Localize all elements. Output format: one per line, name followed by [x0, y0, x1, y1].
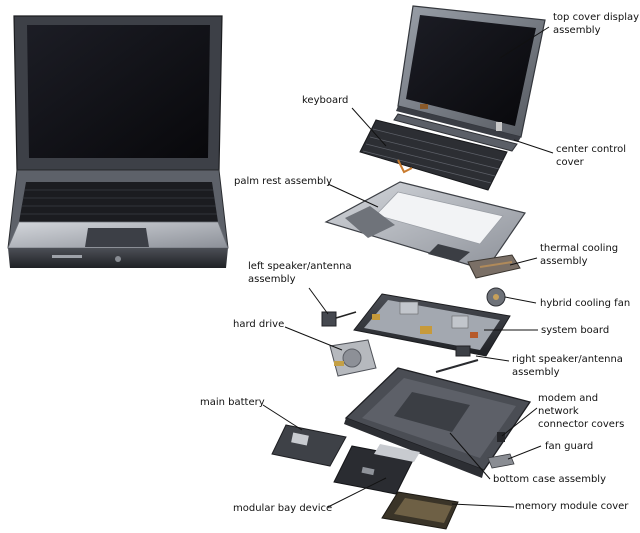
- label-main-battery: main battery: [200, 397, 265, 408]
- part-fan-guard: [487, 453, 515, 469]
- label-palm-rest: palm rest assembly: [234, 176, 333, 187]
- part-center-control-cover: [393, 113, 518, 152]
- part-modem-covers: [497, 432, 505, 442]
- part-modular-bay: [333, 444, 420, 495]
- part-memory-cover: [381, 491, 459, 530]
- label-left-speaker: left speaker/antenna assembly: [248, 261, 352, 285]
- part-left-speaker: [321, 311, 357, 327]
- part-bottom-case: [344, 367, 532, 478]
- part-hybrid-fan: [486, 287, 506, 307]
- part-thermal-cooling: [467, 254, 521, 279]
- part-keyboard: [359, 119, 508, 191]
- label-thermal: thermal cooling assembly: [540, 243, 619, 267]
- label-hard-drive: hard drive: [233, 319, 285, 330]
- label-bottom-case: bottom case assembly: [493, 474, 606, 485]
- part-right-speaker: [435, 345, 479, 373]
- part-hard-drive: [329, 339, 377, 377]
- label-hybrid-fan: hybrid cooling fan: [540, 298, 631, 309]
- label-keyboard: keyboard: [302, 95, 349, 106]
- label-fan-guard: fan guard: [545, 441, 594, 452]
- assembled-laptop: [7, 15, 229, 268]
- label-memory-cover: memory module cover: [515, 501, 629, 512]
- label-top-cover: top cover display assembly: [553, 12, 640, 36]
- label-right-speaker: right speaker/antenna assembly: [512, 354, 623, 378]
- leader-lines: [262, 26, 554, 508]
- label-modem: modem and network connector covers: [538, 393, 625, 430]
- part-main-battery: [271, 424, 347, 467]
- label-system-board: system board: [541, 325, 610, 336]
- part-palm-rest: [324, 181, 526, 271]
- label-center-control: center control cover: [556, 144, 627, 168]
- part-top-cover-display: [396, 5, 546, 142]
- part-system-board: [353, 293, 511, 357]
- label-modular-bay: modular bay device: [233, 503, 333, 514]
